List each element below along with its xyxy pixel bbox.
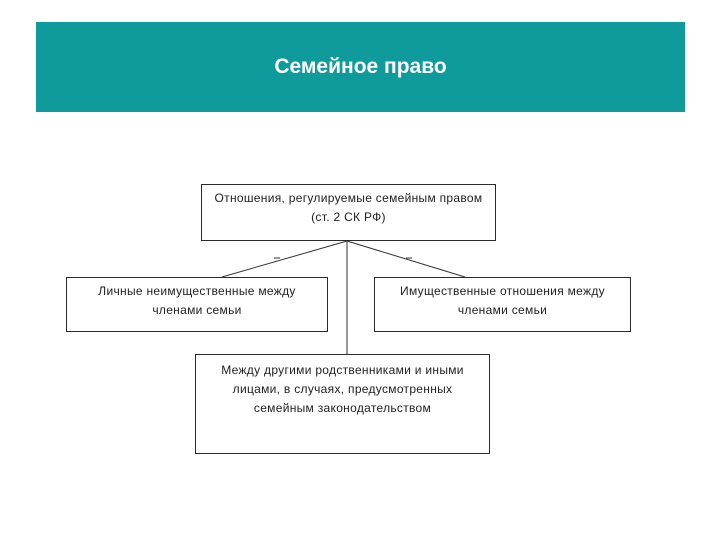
other-relatives-text: Между другими родственниками и иными лиц… (221, 363, 464, 415)
property-relations-text: Имущественные отношения между членами се… (400, 284, 605, 317)
connector-root-left (221, 240, 348, 278)
other-relatives-box: Между другими родственниками и иными лиц… (195, 354, 490, 454)
personal-relations-text: Личные неимущественные между членами сем… (98, 284, 296, 317)
slide-title: Семейное право (274, 55, 447, 78)
root-box: Отношения, регулируемые семейным правом … (201, 184, 496, 241)
property-relations-box: Имущественные отношения между членами се… (374, 277, 631, 332)
connector-root-right (346, 240, 466, 278)
title-banner: Семейное право (36, 22, 685, 112)
root-box-text: Отношения, регулируемые семейным правом … (214, 191, 483, 224)
personal-relations-box: Личные неимущественные между членами сем… (66, 277, 328, 332)
